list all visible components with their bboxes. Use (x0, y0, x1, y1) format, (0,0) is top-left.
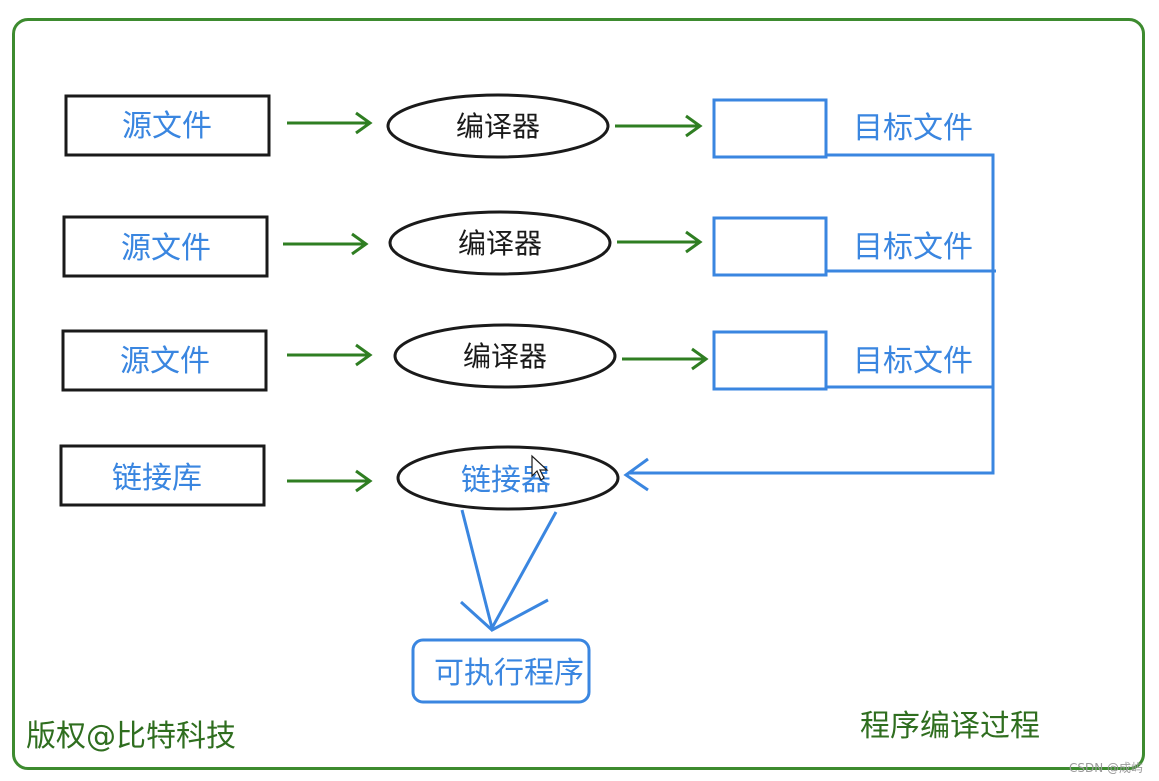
arrow-source-to-compiler-3 (287, 343, 373, 367)
source-file-box-1 (64, 94, 271, 157)
object-files-collector-line (628, 153, 995, 475)
object-file-label-3: 目标文件 (853, 344, 973, 379)
arrow-compiler-to-object-2 (617, 230, 703, 254)
source-file-label-2: 源文件 (121, 231, 211, 266)
compiler-ellipse-1 (386, 93, 610, 159)
linker-ellipse (396, 445, 620, 511)
executable-label: 可执行程序 (434, 656, 584, 691)
object-file-box-1 (712, 98, 828, 159)
object-file-box-2 (712, 216, 828, 277)
compiler-ellipse-3 (393, 323, 617, 389)
diagram-caption: 程序编译过程 (860, 709, 1040, 744)
arrowhead-to-linker (623, 457, 649, 492)
executable-box (411, 638, 591, 704)
source-file-label-1: 源文件 (122, 109, 212, 144)
arrow-library-to-linker (287, 469, 373, 493)
diagram-frame (12, 18, 1145, 770)
object-file-box-3 (712, 330, 828, 391)
source-file-box-3 (61, 329, 268, 392)
arrow-compiler-to-object-3 (622, 347, 709, 371)
compiler-label-3: 编译器 (463, 340, 547, 373)
mouse-cursor-icon (531, 454, 549, 481)
object-file-label-1: 目标文件 (853, 111, 973, 146)
compiler-label-2: 编译器 (458, 227, 542, 260)
arrow-source-to-compiler-1 (287, 111, 373, 135)
library-box (59, 444, 266, 507)
arrowhead-to-executable (459, 598, 549, 632)
library-label: 链接库 (112, 461, 202, 496)
arrow-compiler-to-object-1 (615, 114, 703, 138)
watermark: CSDN @成屿 (1069, 761, 1143, 775)
copyright-label: 版权@比特科技 (26, 719, 236, 754)
compiler-ellipse-2 (388, 210, 612, 276)
source-file-label-3: 源文件 (120, 344, 210, 379)
arrow-linker-to-executable (460, 509, 558, 633)
arrow-source-to-compiler-2 (283, 232, 369, 256)
source-file-box-2 (62, 215, 269, 278)
compiler-label-1: 编译器 (456, 110, 540, 143)
object-file-label-2: 目标文件 (853, 230, 973, 265)
